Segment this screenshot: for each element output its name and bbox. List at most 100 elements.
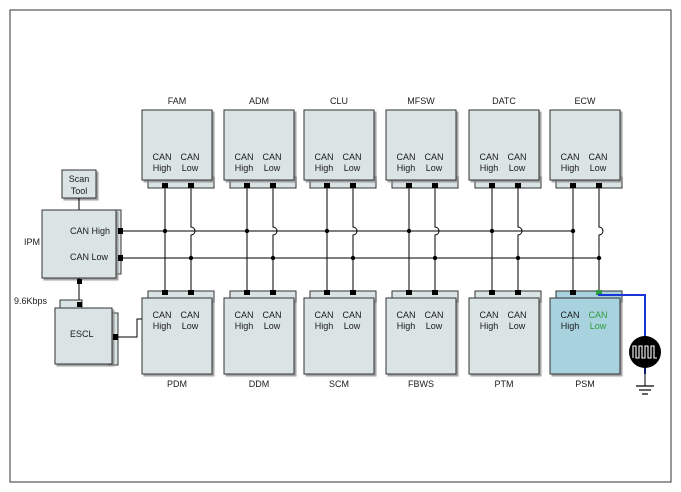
can-low-label-2: Low	[426, 163, 443, 173]
can-high-label: CAN	[234, 310, 253, 320]
module-name-label: FBWS	[408, 379, 434, 389]
ipm-label: IPM	[24, 237, 40, 247]
can-high-junction	[406, 228, 412, 234]
can-high-junction	[244, 228, 250, 234]
can-low-label-2: Low	[590, 163, 607, 173]
square-wave	[632, 345, 657, 359]
can-high-label-2: High	[561, 163, 580, 173]
can-low-label: CAN	[180, 310, 199, 320]
can-high-label: CAN	[314, 310, 333, 320]
can-high-junction	[570, 228, 576, 234]
can-high-label: CAN	[314, 152, 333, 162]
module-name-label: PSM	[575, 379, 595, 389]
can-low-drop	[434, 185, 440, 294]
can-high-pin	[406, 183, 412, 188]
ipm-can-low-pin	[118, 255, 123, 261]
can-high-label-2: High	[235, 163, 254, 173]
module-name-label: PTM	[495, 379, 514, 389]
can-high-label: CAN	[560, 310, 579, 320]
can-high-pin	[324, 183, 330, 188]
baud-rate-label: 9.6Kbps	[14, 296, 48, 306]
can-high-label-2: High	[315, 321, 334, 331]
can-high-pin	[570, 290, 576, 295]
can-low-label-2: Low	[264, 163, 281, 173]
can-low-drop	[598, 185, 604, 294]
can-low-label: CAN	[262, 152, 281, 162]
scan-tool-label-1: Scan	[69, 174, 90, 184]
can-high-label: CAN	[152, 310, 171, 320]
can-high-label-2: High	[315, 163, 334, 173]
scan-tool-label-2: Tool	[71, 186, 88, 196]
can-low-label: CAN	[262, 310, 281, 320]
can-low-pin	[596, 183, 602, 188]
can-low-pin	[350, 290, 356, 295]
can-low-label: CAN	[507, 152, 526, 162]
can-low-label: CAN	[588, 310, 607, 320]
ipm-can-high-pin	[118, 228, 123, 234]
module-name-label: PDM	[167, 379, 187, 389]
can-low-junction	[350, 255, 356, 261]
can-high-label: CAN	[152, 152, 171, 162]
can-high-label-2: High	[153, 321, 172, 331]
can-low-drop	[352, 185, 358, 294]
can-low-junction	[596, 255, 602, 261]
module-name-label: DDM	[249, 379, 270, 389]
can-low-pin	[432, 183, 438, 188]
can-low-pin	[270, 290, 276, 295]
can-high-junction	[162, 228, 168, 234]
can-low-label-2: Low	[590, 321, 607, 331]
escl-module: ESCL	[54, 299, 119, 366]
can-low-label-2: Low	[509, 321, 526, 331]
can-low-pin	[350, 183, 356, 188]
can-high-junction	[324, 228, 330, 234]
ground-icon	[636, 385, 654, 395]
ipm-can-low-label: CAN Low	[70, 252, 109, 262]
can-high-label: CAN	[396, 152, 415, 162]
can-high-label-2: High	[480, 163, 499, 173]
can-high-pin	[570, 183, 576, 188]
can-low-junction	[270, 255, 276, 261]
can-high-label: CAN	[234, 152, 253, 162]
diagram-frame	[9, 9, 672, 483]
module-name-label: ADM	[249, 96, 269, 106]
escl-top-pin	[77, 302, 82, 307]
top-module-row: FAMCANHighCANLowADMCANHighCANLowCLUCANHi…	[141, 96, 623, 189]
module-name-label: FAM	[168, 96, 187, 106]
can-high-pin	[244, 290, 250, 295]
can-low-label-2: Low	[182, 163, 199, 173]
can-high-label-2: High	[397, 321, 416, 331]
can-high-label-2: High	[561, 321, 580, 331]
can-high-pin	[244, 183, 250, 188]
can-high-label-2: High	[153, 163, 172, 173]
can-low-label-2: Low	[182, 321, 199, 331]
can-low-pin	[188, 183, 194, 188]
can-low-label: CAN	[342, 152, 361, 162]
can-high-pin	[324, 290, 330, 295]
can-low-label: CAN	[180, 152, 199, 162]
module-name-label: ECW	[575, 96, 597, 106]
can-high-pin	[489, 290, 495, 295]
can-low-label-2: Low	[344, 163, 361, 173]
can-high-junction	[489, 228, 495, 234]
can-low-label: CAN	[507, 310, 526, 320]
can-high-pin	[162, 183, 168, 188]
bottom-module-row: PDMCANHighCANLowDDMCANHighCANLowSCMCANHi…	[141, 290, 623, 389]
can-low-junction	[432, 255, 438, 261]
can-low-drop	[517, 185, 523, 294]
can-high-label: CAN	[560, 152, 579, 162]
can-high-pin	[162, 290, 168, 295]
can-low-pin	[270, 183, 276, 188]
can-low-label: CAN	[424, 310, 443, 320]
can-low-junction	[515, 255, 521, 261]
can-bus-lines	[123, 185, 604, 294]
